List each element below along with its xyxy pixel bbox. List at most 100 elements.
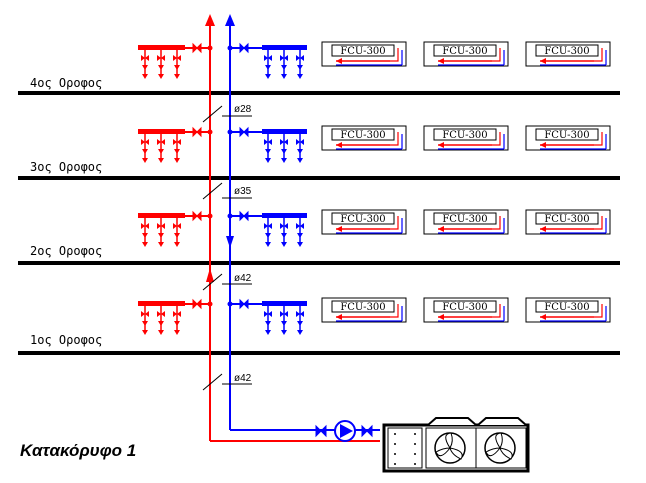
manifold-drop [173,134,181,163]
valve-icon [296,139,304,145]
valve-icon [280,311,288,317]
manifold-drop [296,134,304,163]
unit-flow-arrow [540,142,546,148]
drop-arrow [297,242,303,247]
valve-icon [264,55,272,61]
drop-arrow [281,149,287,154]
size-tick [202,182,223,200]
unit-label-box [535,212,599,225]
unit-label: FCU-300 [442,214,487,225]
pipe-size-label: ø28 [234,104,252,115]
manifold-drop [141,218,149,247]
drop-arrow [281,158,287,163]
valve-icon [173,55,181,61]
unit-label: FCU-300 [544,302,589,313]
drop-arrow [174,321,180,326]
manifold-drop [173,218,181,247]
valve-icon [296,55,304,61]
valve-icon [173,311,181,317]
valve-icon [361,424,373,438]
manifold-drop [173,50,181,79]
unit-flow-arrow [438,58,444,64]
unit-supply-riser [390,132,399,146]
valve-icon [173,139,181,145]
floor-slabs [18,91,620,355]
manifold-icon [262,45,307,50]
unit-flow-arrow [336,226,342,232]
floor-slab [18,176,620,180]
manifold-drop [157,218,165,247]
fan-coil-unit: FCU-300 [321,297,407,323]
drop-arrow [174,74,180,79]
manifold-icon [262,129,307,134]
valve-icon [141,223,149,229]
fan-coil-unit: FCU-300 [321,41,407,67]
manifold-icon [138,301,185,306]
valve-icon [264,311,272,317]
drop-arrow [174,158,180,163]
unit-supply-riser [594,216,603,230]
floor-label: 2ος Οροφος [30,244,102,258]
valve-icon [141,139,149,145]
drop-arrow [158,321,164,326]
drop-arrow [158,330,164,335]
drop-arrow [142,149,148,154]
manifold-icon [138,45,185,50]
drop-arrow [142,330,148,335]
drop-arrow [142,242,148,247]
drop-arrow [265,65,271,70]
manifold-drop [157,134,165,163]
drop-arrow [297,74,303,79]
manifold-drop [280,134,288,163]
unit-label: FCU-300 [340,302,385,313]
fan-coil-unit: FCU-300 [525,125,611,151]
floor-labels: 4ος Οροφος 3ος Οροφος 2ος Οροφος 1ος Ορο… [30,76,102,347]
drop-arrow [158,242,164,247]
manifold-icon [262,301,307,306]
unit-label-box [331,212,395,225]
valve-icon [157,223,165,229]
drop-arrow [174,65,180,70]
size-tick [202,273,223,291]
fan-coil-unit: FCU-300 [423,41,509,67]
valve-icon [264,223,272,229]
manifold-drop [280,218,288,247]
drop-arrow [158,65,164,70]
unit-label: FCU-300 [340,214,385,225]
drop-arrow [297,65,303,70]
fan-icon [484,432,516,464]
floor-slab [18,351,620,355]
unit-supply-riser [390,304,399,318]
manifold-drop [280,50,288,79]
valve-icon [239,210,249,222]
valve-icon [280,139,288,145]
manifold-drop [296,306,304,335]
tee-dot [207,45,213,51]
supply-flow-arrow [206,268,214,282]
unit-flow-arrow [336,314,342,320]
drop-arrow [265,158,271,163]
valve-icon [173,223,181,229]
drop-arrow [297,158,303,163]
drop-arrow [297,321,303,326]
unit-supply-riser [594,132,603,146]
pipe-size-label: ø42 [234,373,252,384]
manifold-drop [157,306,165,335]
valve-icon [192,42,202,54]
manifold-drop [173,306,181,335]
unit-flow-arrow [438,314,444,320]
manifold-icon [138,213,185,218]
drop-arrow [265,321,271,326]
unit-label-box [433,212,497,225]
fan-coil-unit: FCU-300 [321,209,407,235]
manifold-drop [264,50,272,79]
unit-supply-riser [492,132,501,146]
return-riser-arrow [225,14,235,26]
floor-label: 1ος Οροφος [30,333,102,347]
fan-coil-unit: FCU-300 [525,41,611,67]
size-tick [202,373,223,391]
